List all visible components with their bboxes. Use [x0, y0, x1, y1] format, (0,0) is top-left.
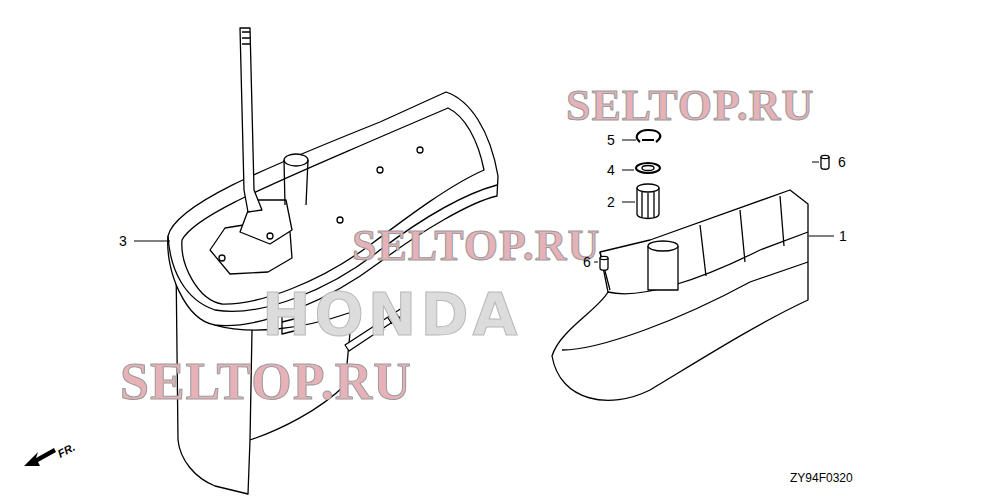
- callout-number: 6: [583, 255, 591, 269]
- extension-case: [552, 190, 808, 400]
- deck-bolt: [417, 147, 423, 153]
- deck-bolt: [267, 233, 273, 239]
- deck-bolt: [377, 167, 383, 173]
- watermark: HONDA: [262, 286, 521, 344]
- callout-number: 6: [838, 155, 846, 169]
- extension-case-side: [562, 262, 808, 350]
- washer: [636, 163, 660, 173]
- dowel-pin-top: [821, 155, 829, 158]
- watermark: SELTOP.RU: [566, 84, 814, 128]
- figure-code: ZY94F0320: [790, 472, 853, 484]
- bushing-ribs: [642, 192, 654, 218]
- gear-case-deck: [182, 108, 484, 304]
- water-tube-boss: [284, 154, 308, 166]
- shaft-splines: [242, 32, 250, 44]
- circlip: [637, 130, 660, 142]
- bushing-top: [637, 184, 659, 192]
- deck-bolt: [219, 255, 225, 261]
- watermark: SELTOP.RU: [120, 356, 412, 408]
- direction-label: FR.: [56, 442, 77, 460]
- extension-boss: [648, 246, 678, 290]
- watermark: SELTOP.RU: [352, 224, 600, 268]
- callout-number: 3: [119, 234, 127, 248]
- callout-number: 2: [607, 195, 615, 209]
- water-tube: [284, 160, 308, 205]
- callout-number: 4: [607, 163, 615, 177]
- front-arrow: [24, 448, 56, 466]
- drive-shaft: [240, 28, 262, 212]
- washer-hole: [642, 166, 654, 171]
- callout-number: 1: [839, 229, 847, 243]
- callout-number: 5: [607, 133, 615, 147]
- extension-case-top: [600, 196, 808, 294]
- dowel-pin-top: [600, 256, 608, 259]
- extension-boss-top: [648, 241, 678, 251]
- deck-bolt: [337, 217, 343, 223]
